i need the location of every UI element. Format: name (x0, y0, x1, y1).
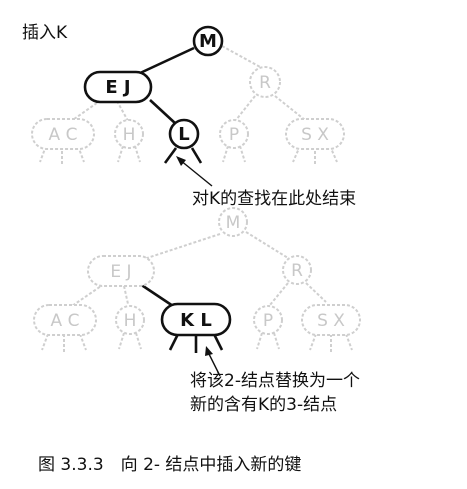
node-ej-label: E J (105, 77, 130, 98)
figure-caption: 图 3.3.3 向 2- 结点中插入新的键 (38, 455, 301, 475)
node2-kl-label: K L (180, 310, 212, 331)
pointer-arrowhead-1 (176, 156, 186, 166)
edge-ej-l (149, 99, 177, 125)
node2-h (115, 305, 145, 335)
node2-p-label: P (263, 311, 273, 331)
node2-h-label: H (124, 311, 137, 331)
search-end-pointer: 对K的查找在此处结束 (176, 156, 356, 209)
stub-kl-3 (212, 333, 224, 351)
stub-kl-1 (168, 333, 180, 351)
node2-m-label: M (226, 213, 241, 233)
leaf-stubs-faint (39, 145, 338, 164)
tree-before: R A C H P S X M E J L (31, 25, 345, 164)
node2-r (282, 255, 312, 285)
pointer-line-2 (207, 351, 221, 377)
edge2-ej-ac (71, 283, 105, 307)
replace-annotation-line2: 新的含有K的3-结点 (190, 395, 337, 415)
edge2-r-sx (305, 282, 327, 303)
edge-ej-h (116, 100, 129, 122)
node-p (219, 119, 249, 149)
edge2-m-ej (134, 233, 221, 263)
node2-ac (33, 304, 97, 336)
pointer-line-1 (179, 159, 213, 187)
node2-ej (87, 255, 155, 287)
node2-ac-label: A C (51, 311, 80, 331)
node2-ej-label: E J (110, 262, 131, 282)
pointer-arrowhead-2 (205, 346, 213, 356)
node2-m (218, 207, 248, 237)
replace-annotation-line1: 将该2-结点替换为一个 (190, 371, 360, 391)
node-ac-label: A C (49, 125, 78, 145)
edge-m-ej (137, 46, 195, 76)
edge2-ej-h (123, 285, 129, 305)
stub-l-left (163, 147, 178, 164)
edge-r-sx (274, 95, 306, 121)
edge2-r-p (269, 282, 289, 306)
node-r-label: R (259, 73, 271, 93)
replace-pointer: 将该2-结点替换为一个 新的含有K的3-结点 (190, 346, 360, 415)
node-m (192, 25, 224, 57)
node-l-label: L (178, 124, 189, 145)
edge-m-r (221, 45, 263, 69)
node2-sx (301, 304, 361, 336)
node-ac (31, 118, 95, 150)
node-m-label: M (199, 31, 217, 52)
node2-sx-label: S X (317, 311, 345, 331)
node2-kl (160, 302, 232, 337)
edge2-m-r (245, 231, 289, 259)
tree-after: M E J R A C H P S X K L (33, 207, 361, 353)
node-sx (285, 118, 345, 150)
node-ej (83, 70, 153, 104)
node-l (168, 118, 200, 150)
node-sx-label: S X (301, 125, 329, 145)
stub-l-right (190, 147, 203, 164)
leaf-stubs-faint-2 (41, 332, 353, 352)
edge-r-p (235, 95, 256, 121)
search-end-annotation: 对K的查找在此处结束 (192, 189, 356, 209)
step-label: 插入K (22, 23, 68, 43)
node-p-label: P (229, 125, 239, 145)
node-h-label: H (123, 125, 136, 145)
edge2-ej-kl (139, 282, 177, 310)
node2-p (253, 305, 283, 335)
node-r (249, 66, 281, 98)
node-h (114, 119, 144, 149)
edge-ej-ac (69, 99, 102, 123)
node2-r-label: R (291, 261, 303, 281)
